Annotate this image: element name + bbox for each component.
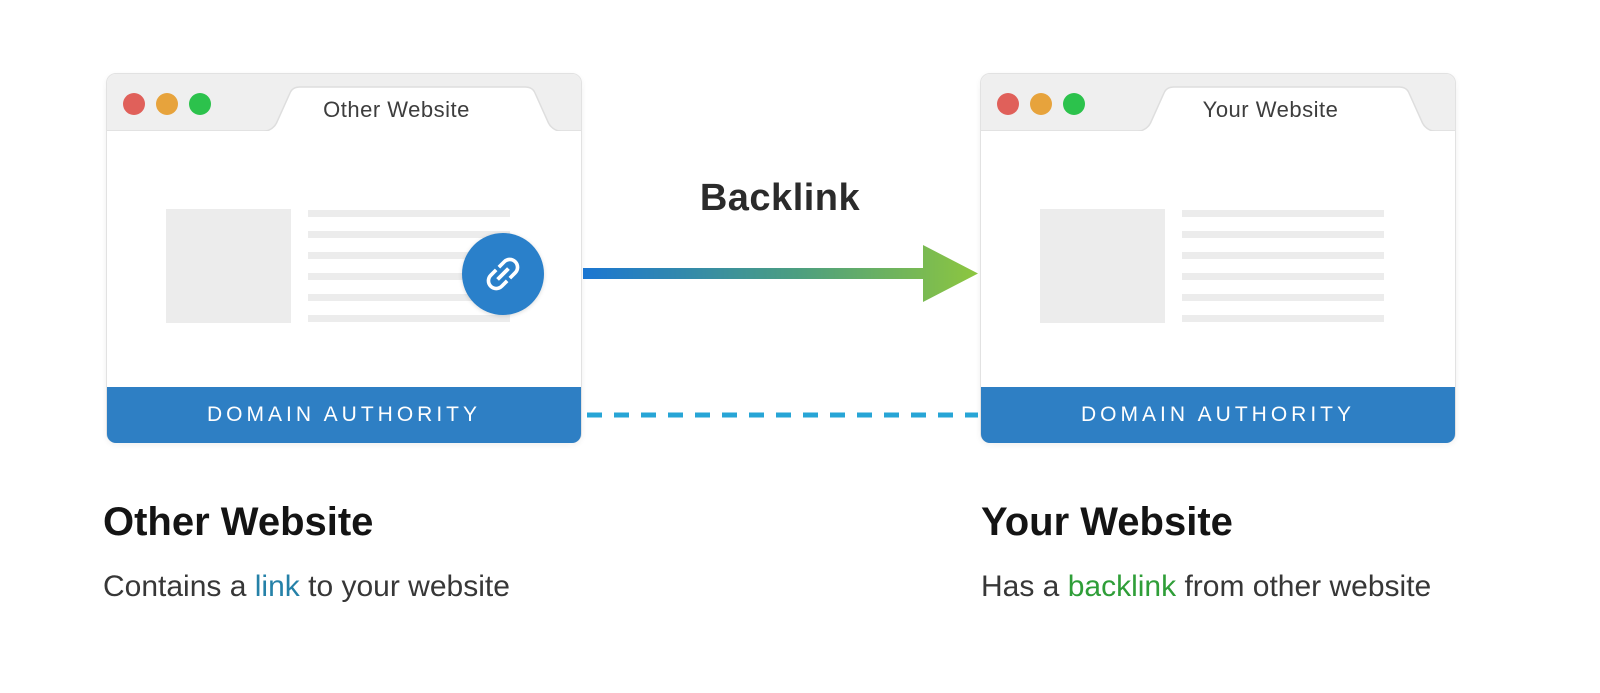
- link-badge: [462, 233, 544, 315]
- link-word: link: [254, 570, 300, 603]
- minimize-dot-icon: [1030, 93, 1052, 115]
- backlink-label: Backlink: [699, 177, 861, 219]
- domain-authority-connector-line: [587, 412, 978, 418]
- caption-text-before: Contains a: [103, 570, 255, 603]
- placeholder-text-lines: [308, 210, 510, 322]
- placeholder-line: [1182, 210, 1384, 217]
- tab-title: Your Website: [1202, 97, 1339, 122]
- placeholder-line: [308, 315, 510, 322]
- window-controls: [123, 93, 211, 115]
- your-website-window: Your Website DOMAIN AUTHORITY: [980, 73, 1456, 443]
- caption-text-after: to your website: [299, 570, 510, 603]
- your-website-page-content: [981, 131, 1455, 387]
- domain-authority-bar: DOMAIN AUTHORITY: [107, 387, 581, 443]
- placeholder-image: [1040, 209, 1165, 323]
- backlink-arrow-icon: [583, 245, 978, 302]
- your-website-caption: Your Website Has a backlink from other w…: [981, 498, 1431, 606]
- placeholder-text-lines: [1182, 210, 1384, 322]
- placeholder-line: [308, 294, 510, 301]
- caption-text: Has a backlink from other website: [981, 568, 1431, 606]
- tab-title: Other Website: [323, 97, 470, 122]
- placeholder-line: [1182, 273, 1384, 280]
- other-website-page-content: [107, 131, 581, 387]
- placeholder-image: [166, 209, 291, 323]
- maximize-dot-icon: [189, 93, 211, 115]
- placeholder-line: [1182, 315, 1384, 322]
- chain-link-icon: [486, 257, 520, 291]
- placeholder-line: [308, 273, 510, 280]
- placeholder-line: [1182, 294, 1384, 301]
- other-website-window: Other Website DOMAIN AUTHORITY: [106, 73, 582, 443]
- placeholder-line: [308, 252, 510, 259]
- caption-text-after: from other website: [1176, 570, 1432, 603]
- minimize-dot-icon: [156, 93, 178, 115]
- caption-text-before: Has a: [981, 570, 1068, 603]
- placeholder-line: [308, 210, 510, 217]
- domain-authority-bar: DOMAIN AUTHORITY: [981, 387, 1455, 443]
- your-website-window-header: Your Website: [981, 74, 1455, 133]
- placeholder-line: [308, 231, 510, 238]
- placeholder-line: [1182, 231, 1384, 238]
- other-website-caption: Other Website Contains a link to your we…: [103, 498, 510, 606]
- other-website-window-header: Other Website: [107, 74, 581, 133]
- window-controls: [997, 93, 1085, 115]
- caption-text: Contains a link to your website: [103, 568, 510, 606]
- caption-title: Other Website: [103, 500, 374, 544]
- placeholder-line: [1182, 252, 1384, 259]
- close-dot-icon: [123, 93, 145, 115]
- backlink-word: backlink: [1067, 570, 1177, 603]
- maximize-dot-icon: [1063, 93, 1085, 115]
- close-dot-icon: [997, 93, 1019, 115]
- caption-title: Your Website: [981, 500, 1233, 544]
